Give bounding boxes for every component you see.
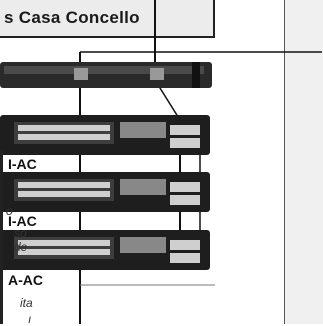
diagram-title: s Casa Concello <box>4 8 140 27</box>
note-line-4: ita <box>20 296 33 310</box>
switch-2 <box>0 172 210 212</box>
note-line-2: so <box>14 226 27 240</box>
note-line-5: ı <box>28 312 32 326</box>
note-line-1: o <box>6 204 13 218</box>
switch-2-label: I-AC <box>6 213 39 229</box>
switch-3-label: A-AC <box>6 272 45 288</box>
right-column <box>215 0 285 324</box>
switch-3 <box>0 230 210 270</box>
note-line-3: de <box>14 240 28 254</box>
patch-panel <box>0 62 212 88</box>
switch-1 <box>0 115 210 155</box>
switch-1-label: I-AC <box>6 156 39 172</box>
right-grey-column <box>285 0 323 324</box>
left-edge-line <box>0 150 3 324</box>
header-cell: s Casa Concello <box>0 0 215 38</box>
